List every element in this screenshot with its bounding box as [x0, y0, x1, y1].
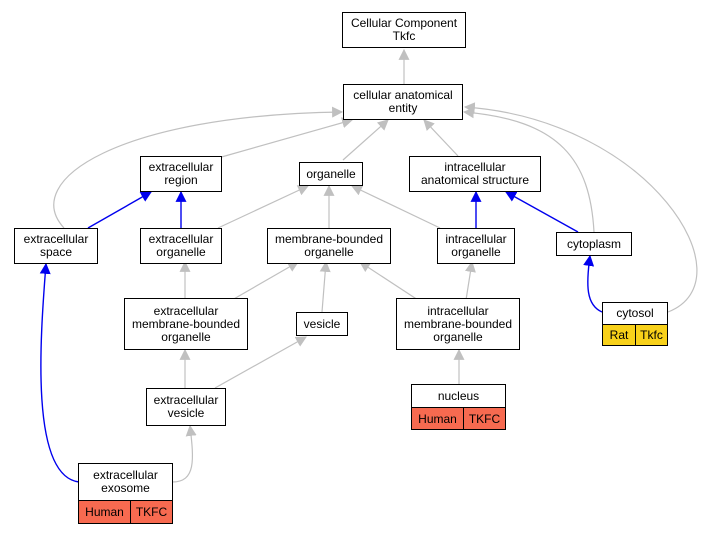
node-nucleus-label: nucleus — [412, 385, 505, 408]
edge-extracellular-space-part-of-region — [87, 191, 152, 229]
node-extracellular-space[interactable]: extracellular space — [14, 228, 98, 264]
node-extracellular-region[interactable]: extracellular region — [140, 156, 222, 192]
node-cellular-component[interactable]: Cellular Component Tkfc — [342, 12, 466, 48]
species-badge-human: Human — [412, 408, 463, 429]
node-extracellular-exosome[interactable]: extracellular exosome Human TKFC — [78, 463, 173, 524]
edge-vesicle-to-mbo — [319, 260, 331, 313]
edge-cytosol-to-entity — [463, 102, 698, 313]
edge-exosome-part-of-space — [39, 262, 80, 483]
edge-extracellular-organelle-to-organelle — [217, 185, 309, 229]
gene-badge-tkfc: TKFC — [463, 408, 505, 429]
species-badge-rat: Rat — [603, 325, 635, 345]
edge-int-mbo-to-mbo — [359, 261, 419, 301]
node-membrane-bounded-organelle[interactable]: membrane-bounded organelle — [267, 228, 391, 264]
node-intracellular-membrane-bounded-organelle[interactable]: intracellular membrane-bounded organelle — [396, 298, 520, 350]
edge-cytosol-part-of-cytoplasm — [583, 254, 603, 313]
edge-int-mbo-to-int-organelle — [465, 260, 476, 301]
node-cellular-anatomical-entity[interactable]: cellular anatomical entity — [343, 84, 463, 120]
node-extracellular-vesicle[interactable]: extracellular vesicle — [146, 388, 226, 426]
edge-intracellular-organelle-to-organelle — [351, 185, 441, 229]
edge-ext-vesicle-to-vesicle — [214, 336, 307, 389]
edge-ext-mbo-to-mbo — [231, 261, 299, 301]
edge-exosome-to-ext-vesicle — [171, 424, 197, 483]
species-badge-human: Human — [79, 501, 130, 523]
node-nucleus[interactable]: nucleus Human TKFC — [411, 384, 506, 430]
node-extracellular-exosome-label: extracellular exosome — [79, 464, 172, 501]
node-cytosol-label: cytosol — [603, 303, 667, 325]
edge-cytoplasm-to-entity — [462, 107, 595, 233]
node-cytoplasm[interactable]: cytoplasm — [556, 232, 632, 256]
node-intracellular-anatomical-structure[interactable]: intracellular anatomical structure — [409, 156, 541, 192]
node-cytosol[interactable]: cytosol Rat Tkfc — [602, 302, 668, 346]
edge-extracellular-region-to-entity — [217, 117, 354, 159]
gene-badge-tkfc: TKFC — [130, 501, 172, 523]
node-extracellular-organelle[interactable]: extracellular organelle — [140, 228, 222, 264]
edge-organelle-to-entity — [342, 119, 389, 161]
gene-badge-tkfc: Tkfc — [635, 325, 667, 345]
node-organelle[interactable]: organelle — [299, 162, 363, 186]
node-vesicle[interactable]: vesicle — [296, 312, 348, 336]
node-intracellular-organelle[interactable]: intracellular organelle — [437, 228, 515, 264]
edge-extracellular-space-to-entity — [53, 106, 344, 229]
edge-intracellular-structure-to-entity — [423, 119, 459, 157]
node-extracellular-membrane-bounded-organelle[interactable]: extracellular membrane-bounded organelle — [124, 298, 248, 350]
edge-cytoplasm-part-of-structure — [505, 191, 579, 233]
